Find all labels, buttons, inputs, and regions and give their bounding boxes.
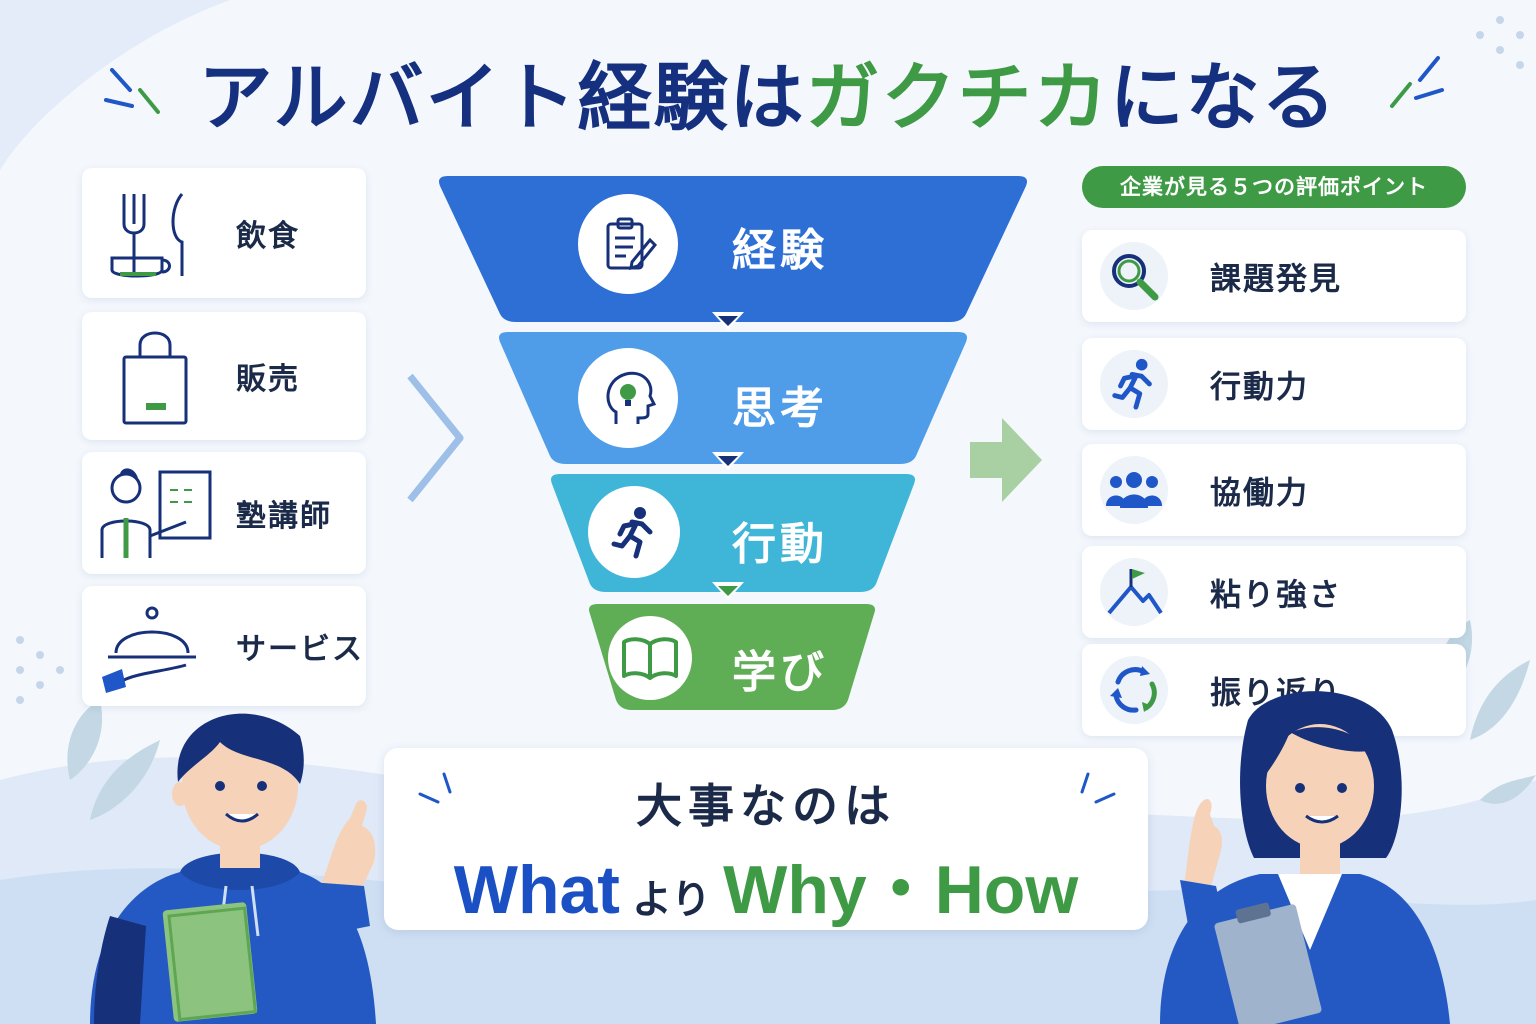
job-label: サービス (236, 632, 364, 667)
sparkle-left-icon (104, 68, 160, 114)
sparkle-right-icon (1080, 772, 1116, 804)
job-card-tutor: 塾講師 (82, 452, 366, 574)
stage-icon-circle (578, 348, 678, 448)
stage-icon-circle (608, 616, 692, 700)
stage-label: 経験 (732, 225, 828, 276)
message-yori: より (631, 877, 712, 923)
sparkle-left-icon (418, 772, 452, 804)
point-label: 課題発見 (1210, 261, 1342, 298)
message-what: What (453, 852, 620, 928)
job-label: 販売 (236, 362, 300, 397)
job-label: 塾講師 (236, 499, 332, 534)
funnel-stage-experience (439, 176, 1027, 322)
job-card-food: 飲食 (82, 168, 366, 298)
message-line1: 大事なのは (636, 779, 896, 833)
stage-label: 学び (732, 647, 828, 698)
running-person-icon (611, 507, 653, 559)
point-card: 粘り強さ (1082, 546, 1466, 638)
sparkle-right-icon (1390, 56, 1444, 108)
point-card: 課題発見 (1082, 230, 1466, 322)
point-card: 行動力 (1082, 338, 1466, 430)
chevron-right-icon (407, 373, 464, 503)
teacher-board-icon (100, 468, 212, 558)
points-header-badge: 企業が見る５つの評価ポイント (1082, 166, 1466, 208)
stage-label: 行動 (732, 519, 828, 570)
cycle-arrows-icon (1110, 666, 1157, 713)
cloche-service-icon (102, 606, 196, 693)
open-book-icon (622, 637, 678, 680)
title-accent: ガクチカ (805, 55, 1110, 141)
title-part3: になる (1109, 55, 1338, 141)
stage-icon-circle (578, 194, 678, 294)
arrow-right-icon (970, 418, 1042, 502)
staff-illustration (1160, 691, 1450, 1024)
point-label: 協働力 (1210, 475, 1309, 512)
student-illustration (90, 713, 376, 1024)
mountain-flag-icon (1107, 569, 1163, 615)
job-card-service: サービス (82, 586, 366, 706)
runner-icon (1112, 358, 1152, 410)
stage-icon-circle (588, 486, 680, 578)
message-why-how: Why・How (723, 852, 1079, 928)
page-title: アルバイト経験はガクチカになる (0, 38, 1536, 145)
fork-knife-cup-icon (110, 193, 184, 278)
stage-label: 思考 (732, 383, 828, 434)
team-icon (1106, 472, 1162, 508)
job-label: 飲食 (236, 219, 300, 254)
clipboard-icon (606, 217, 658, 271)
head-idea-icon (606, 371, 657, 424)
shopping-bag-icon (122, 331, 188, 425)
title-part1: アルバイト経験は (198, 55, 806, 141)
magnifier-icon (1112, 254, 1159, 301)
point-label: 行動力 (1210, 369, 1309, 406)
point-label: 粘り強さ (1210, 577, 1342, 614)
point-card: 協働力 (1082, 444, 1466, 536)
job-card-sales: 販売 (82, 312, 366, 440)
